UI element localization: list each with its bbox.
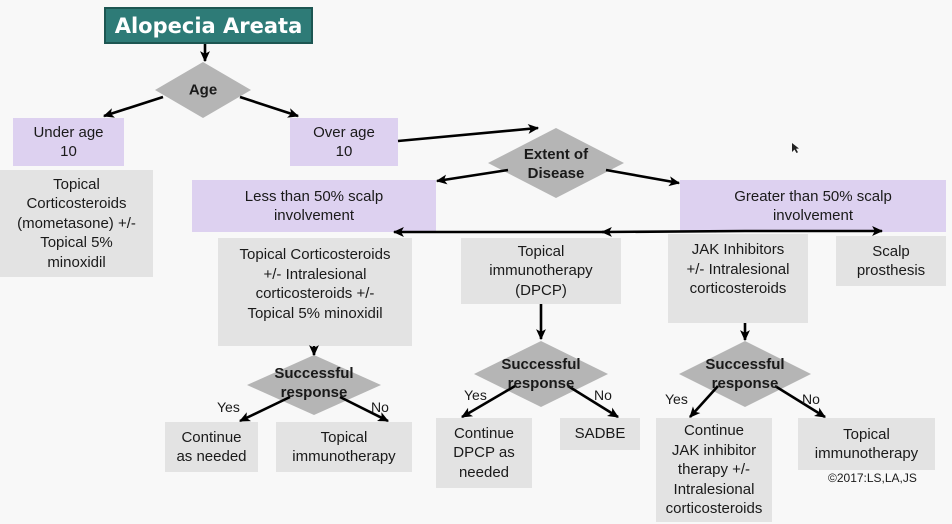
arrow-age-to-under <box>102 95 164 118</box>
category-under-age-10: Under age 10 <box>13 118 124 166</box>
category-over-age-10: Over age 10 <box>290 118 398 166</box>
edge-label-yes-1: Yes <box>217 399 240 415</box>
category-greater-than-50: Greater than 50% scalp involvement <box>680 180 946 232</box>
treatment-jak-inhibitors: JAK Inhibitors +/- Intralesional cortico… <box>668 234 808 323</box>
edge-label-yes-2: Yes <box>464 387 487 403</box>
decision-label-success-2: Successful response <box>501 356 581 392</box>
decision-diamond-extent <box>488 128 624 198</box>
outcome-sadbe: SADBE <box>560 418 640 450</box>
decision-label-extent: Extent of Disease <box>523 146 589 182</box>
outcome-continue-jak: Continue JAK inhibitor therapy +/- Intra… <box>656 418 772 522</box>
arrow-age-to-over <box>239 95 300 118</box>
decision-diamond-success-3 <box>679 341 811 407</box>
outcome-continue-as-needed: Continue as needed <box>165 422 258 472</box>
outcome-continue-dpcp: Continue DPCP as needed <box>436 418 532 488</box>
mouse-cursor-icon <box>792 143 799 153</box>
arrow-extent-to-less <box>435 168 509 185</box>
arrow-to-dpcp <box>600 226 746 237</box>
treatment-topical-corticosteroids: Topical Corticosteroids +/- Intralesiona… <box>218 238 412 346</box>
arrow-over-to-extent <box>397 123 540 143</box>
copyright-notice: ©2017:LS,LA,JS <box>828 471 917 485</box>
outcome-topical-immunotherapy-2: Topical immunotherapy <box>798 418 935 470</box>
edge-label-no-2: No <box>594 387 612 403</box>
decision-label-age: Age <box>188 81 218 99</box>
arrow-success-1-no <box>339 395 389 423</box>
treatment-dpcp: Topical immunotherapy (DPCP) <box>461 238 621 304</box>
decision-label-success-1: Successful response <box>274 365 354 401</box>
arrow-success-1-yes <box>239 395 291 423</box>
decision-diamond-age <box>155 62 251 118</box>
arrow-success-3-yes <box>689 385 719 418</box>
arrow-success-2-no <box>567 384 619 419</box>
edge-label-no-1: No <box>371 399 389 415</box>
treatment-child-topical: Topical Corticosteroids (mometasone) +/-… <box>0 170 153 277</box>
arrow-extent-to-greater <box>605 168 681 187</box>
edge-label-yes-3: Yes <box>665 391 688 407</box>
chart-title: Alopecia Areata <box>104 7 313 44</box>
edge-label-no-3: No <box>802 391 820 407</box>
treatment-scalp-prosthesis: Scalp prosthesis <box>836 236 946 286</box>
arrow-success-3-no <box>774 384 826 419</box>
category-less-than-50: Less than 50% scalp involvement <box>192 180 436 232</box>
decision-label-success-3: Successful response <box>705 356 785 392</box>
arrow-success-2-yes <box>461 384 516 419</box>
outcome-topical-immunotherapy-1: Topical immunotherapy <box>276 422 412 472</box>
